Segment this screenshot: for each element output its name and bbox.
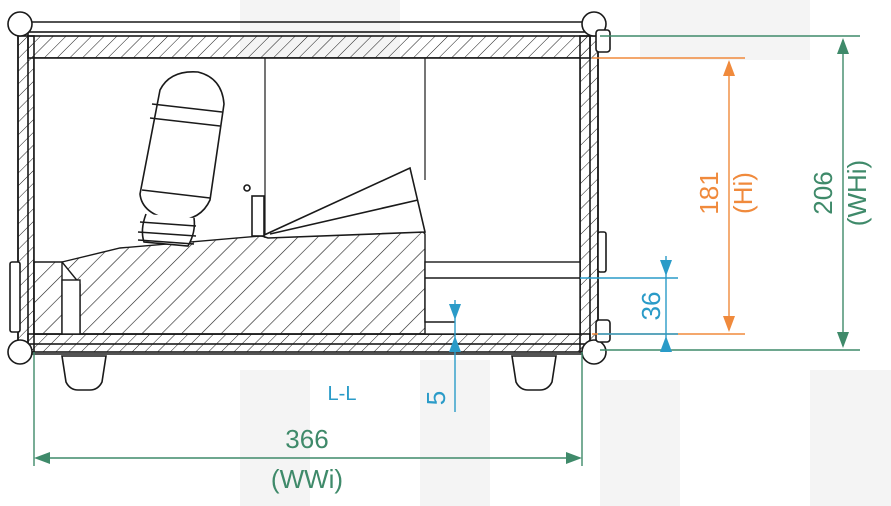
case-right-wall xyxy=(579,35,599,353)
dim-width-label: (WWi) xyxy=(271,464,343,494)
dim-width-value: 366 xyxy=(285,424,328,454)
case-feet xyxy=(61,355,557,391)
case-bottom-panel xyxy=(27,333,591,353)
dim-inner-height-label: (Hi) xyxy=(728,172,758,214)
corner-bottom-right xyxy=(581,339,607,365)
corner-top-left xyxy=(7,11,33,37)
dim-base-height xyxy=(449,300,461,412)
dim-foam-height-value: 36 xyxy=(636,292,666,321)
foot-right xyxy=(511,355,557,391)
corner-bottom-left xyxy=(7,339,33,365)
foam-insert xyxy=(33,221,581,335)
dim-inner-height xyxy=(592,57,745,335)
section-label: L-L xyxy=(328,383,357,405)
dim-outer-height xyxy=(600,35,860,351)
dim-foam-height xyxy=(580,256,678,352)
dim-outer-height-value: 206 xyxy=(808,171,838,214)
dim-inner-height-value: 181 xyxy=(694,171,724,214)
foot-left xyxy=(61,355,107,391)
dim-base-height-value: 5 xyxy=(421,391,451,405)
case-corners xyxy=(7,11,611,365)
case-top-panel xyxy=(27,35,591,59)
device-console xyxy=(243,166,427,239)
dim-outer-height-label: (WHi) xyxy=(842,160,872,226)
dim-width xyxy=(33,352,583,466)
joystick-handle xyxy=(137,71,225,247)
